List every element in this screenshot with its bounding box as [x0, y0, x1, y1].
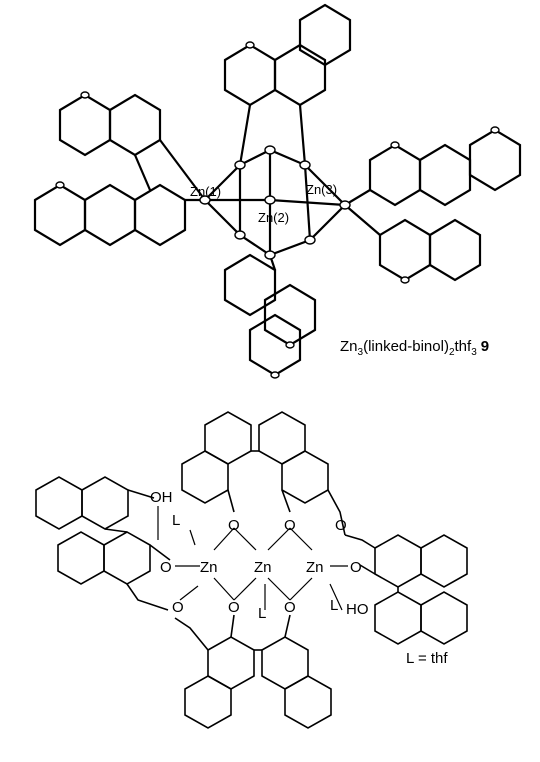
ring-top-left: [181, 411, 252, 513]
ring-left-upper: [58, 93, 207, 202]
zn-o-bonds: [157, 506, 348, 611]
structure-diagram: [35, 411, 468, 729]
l-label-center: L: [258, 605, 266, 622]
l-label-right: L: [330, 597, 338, 614]
crystal-structure: [33, 3, 522, 379]
caption-prefix: Zn: [340, 338, 358, 355]
zn-label-center: Zn: [254, 559, 272, 576]
o-label-top-right: O: [284, 517, 296, 534]
o-label-bottom-left: O: [228, 599, 240, 616]
zn2-label: Zn(2): [258, 210, 290, 225]
zn3-label: Zn(3): [306, 182, 338, 197]
o-label-bridge-left: O: [172, 599, 184, 616]
o-label-bottom-right: O: [284, 599, 296, 616]
caption-sub3: 3: [471, 347, 477, 358]
ring-bottom-right: [254, 614, 332, 729]
atom-labels: OH L O O O O Zn Zn Zn O L L HO O O O: [150, 489, 369, 622]
caption-sub1: 3: [357, 347, 364, 358]
caption-middle: (linked-binol): [363, 338, 449, 355]
zn-label-left: Zn: [200, 559, 218, 576]
o-label-left: O: [160, 559, 172, 576]
caption-suffix: thf: [454, 338, 472, 355]
ring-left-lower: [57, 528, 171, 611]
o-label-top-left: O: [228, 517, 240, 534]
ring-top-right: [251, 411, 346, 536]
ring-lower: [223, 253, 317, 377]
ho-label: HO: [346, 601, 369, 618]
zn1-label: Zn(1): [190, 184, 222, 199]
ring-right: [343, 128, 522, 282]
ring-right-lower: [374, 587, 468, 645]
ligand-legend: L = thf: [406, 650, 448, 667]
o-label-right: O: [350, 559, 362, 576]
ring-left-lower: [33, 183, 207, 247]
atom-ellipsoids: [55, 41, 500, 379]
o-label-right-upper: O: [335, 517, 347, 534]
ring-right-upper: [344, 534, 468, 588]
oh-label: OH: [150, 489, 173, 506]
zn-label-right: Zn: [306, 559, 324, 576]
l-label-left: L: [172, 512, 180, 529]
zn-core: [203, 148, 347, 257]
compound-number: 9: [480, 338, 490, 355]
caption-sub2: 2: [448, 347, 455, 358]
ring-upper: [223, 3, 352, 167]
ring-left-upper: [35, 476, 155, 530]
ring-bottom-left: [174, 614, 255, 729]
